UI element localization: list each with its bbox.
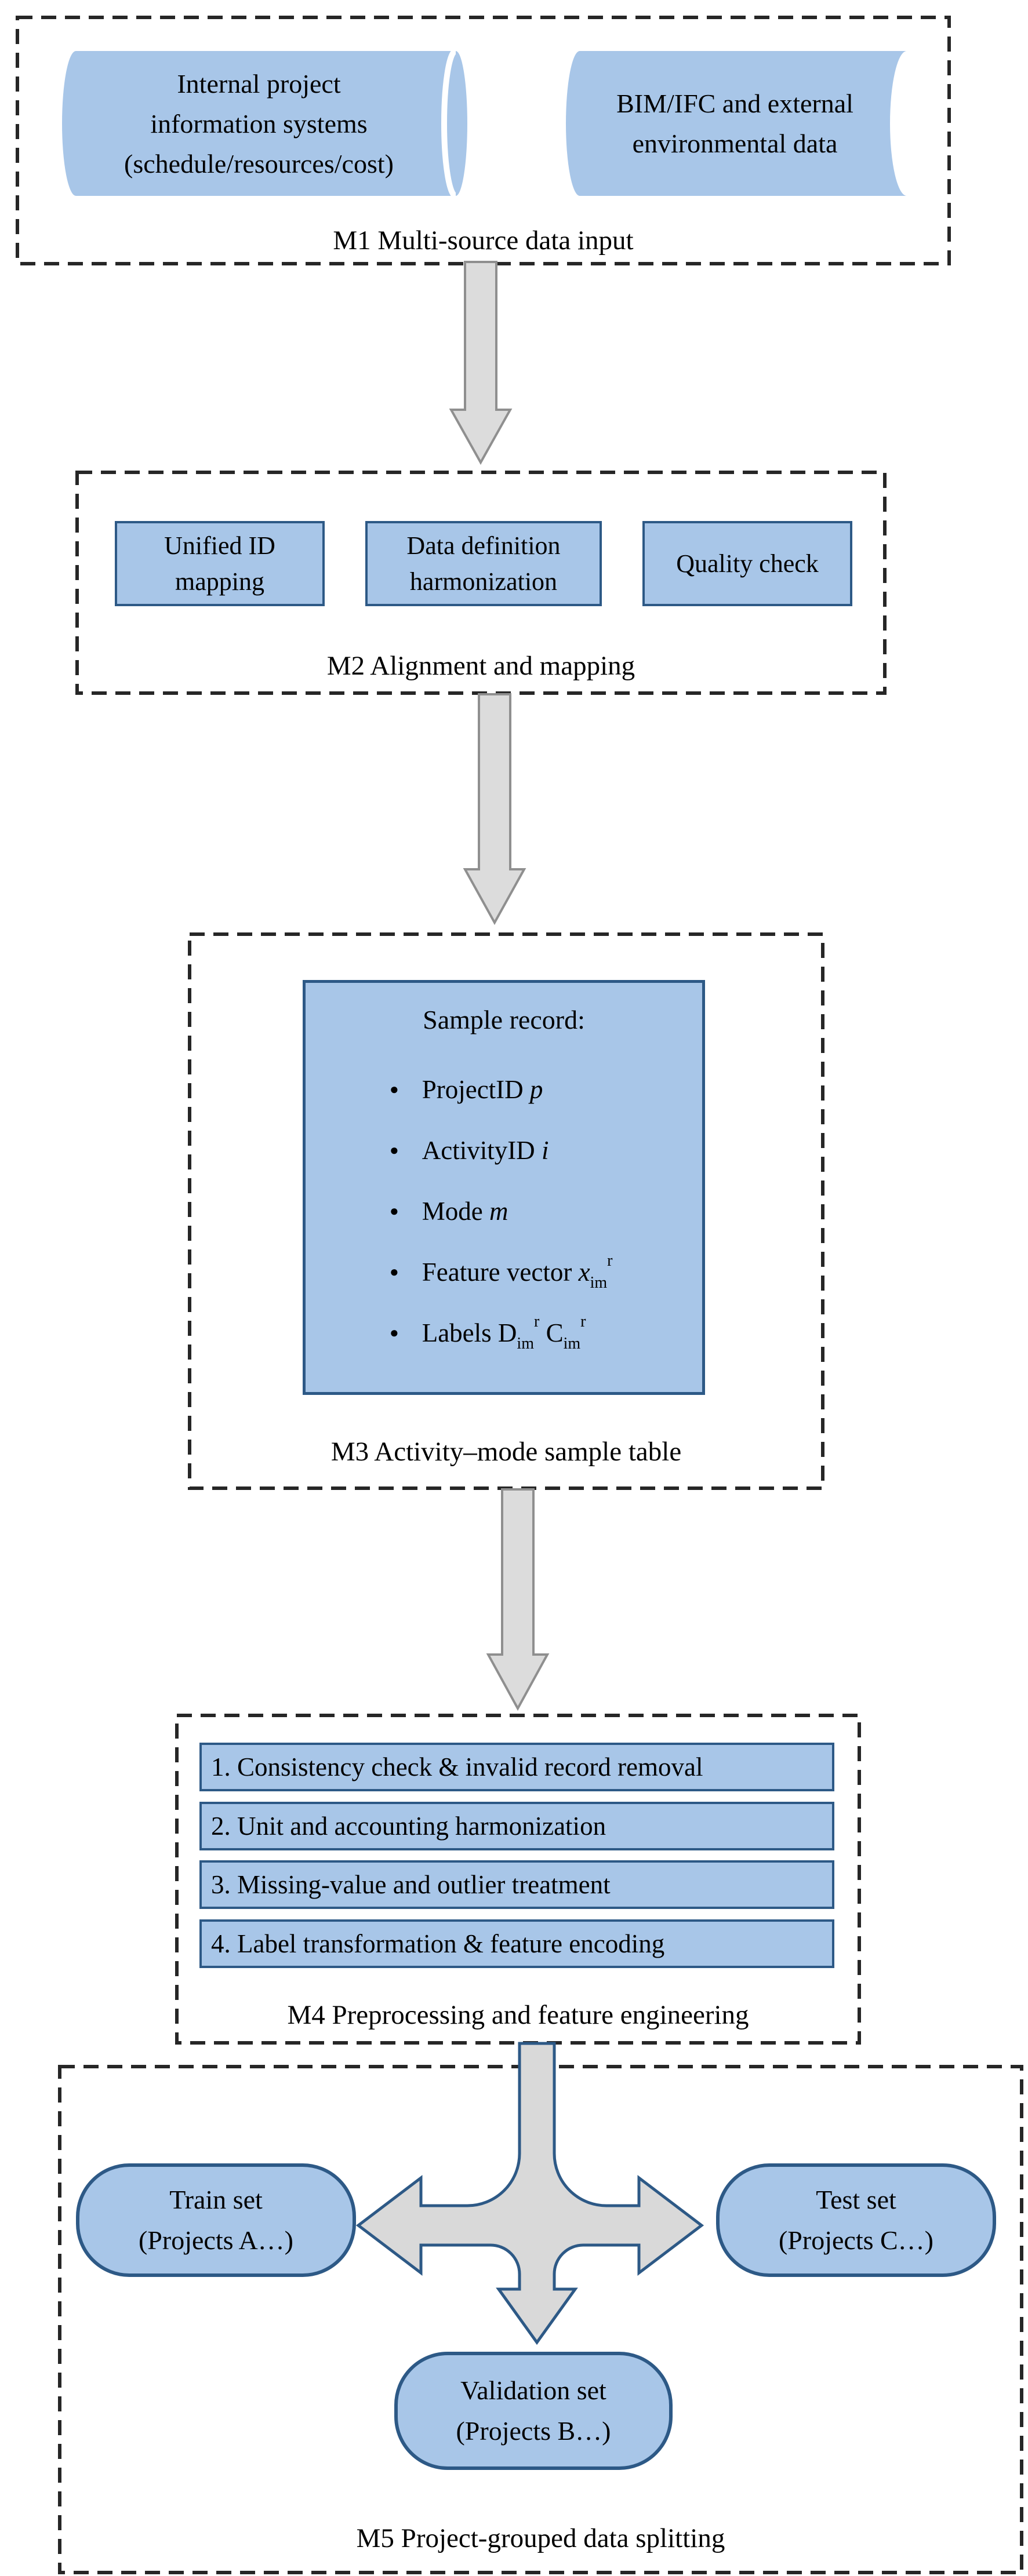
m5-train-set-box: Train set (Projects A…) — [76, 2163, 356, 2277]
m4-step-unit-harmonization: 2. Unit and accounting harmonization — [199, 1802, 834, 1850]
m3-bullet-feature-vector: ● Feature vector ximr — [390, 1252, 698, 1292]
m3-bullet-list: ● ProjectID p ● ActivityID i ● Mode m ● … — [390, 983, 698, 1380]
m3-bullet-text: ProjectID p — [422, 1075, 543, 1104]
bullet-dot-icon: ● — [390, 1142, 399, 1158]
bullet-dot-icon: ● — [390, 1263, 399, 1280]
m5-test-set-box: Test set (Projects C…) — [716, 2163, 996, 2277]
m3-bullet-projectid: ● ProjectID p — [390, 1076, 698, 1103]
m4-label: M4 Preprocessing and feature engineering — [287, 2000, 749, 2030]
module-m5: Train set (Projects A…) Test set (Projec… — [60, 2067, 1022, 2573]
m4-step-consistency-check: 1. Consistency check & invalid record re… — [199, 1743, 834, 1791]
m3-bullet-mode: ● Mode m — [390, 1197, 698, 1225]
arrow-m3-to-m4 — [486, 1488, 550, 1711]
m1-label: M1 Multi-source data input — [333, 225, 634, 256]
m2-box-data-definition-harmonization: Data definition harmonization — [365, 521, 602, 606]
m3-bullet-text: Mode m — [422, 1197, 508, 1226]
m3-bullet-labels: ● Labels Dimr Cimr — [390, 1313, 698, 1353]
m2-box-quality-check: Quality check — [642, 521, 852, 606]
arrow-m1-to-m2 — [449, 261, 513, 465]
module-m2: Unified ID mapping Data definition harmo… — [77, 472, 885, 693]
arrow-m2-to-m3 — [463, 693, 526, 926]
m5-label: M5 Project-grouped data splitting — [356, 2523, 725, 2553]
m2-label: M2 Alignment and mapping — [326, 651, 635, 681]
bullet-dot-icon: ● — [390, 1324, 399, 1341]
m3-sample-record-title: Sample record: — [423, 1005, 585, 1034]
m3-bullet-text: Labels Dimr Cimr — [422, 1313, 586, 1353]
bullet-dot-icon: ● — [390, 1081, 399, 1098]
cylinder-bim-ifc-label: BIM/IFC and external environmental data — [616, 89, 853, 158]
module-m3: Sample record: ● ProjectID p ● ActivityI… — [190, 934, 823, 1488]
m2-box-unified-id-mapping: Unified ID mapping — [115, 521, 325, 606]
m3-bullet-activityid: ● ActivityID i — [390, 1136, 698, 1164]
bullet-dot-icon: ● — [390, 1203, 399, 1219]
module-m1: Internal project information systems (sc… — [17, 17, 949, 264]
m3-bullet-text: ActivityID i — [422, 1136, 549, 1165]
m3-sample-record-box: Sample record: ● ProjectID p ● ActivityI… — [303, 980, 705, 1395]
m4-step-missing-value-treatment: 3. Missing-value and outlier treatment — [199, 1860, 834, 1909]
m5-validation-set-box: Validation set (Projects B…) — [394, 2352, 673, 2470]
module-m4: 1. Consistency check & invalid record re… — [177, 1715, 859, 2043]
m3-label: M3 Activity–mode sample table — [330, 1437, 682, 1467]
cylinder-internal-systems-label: Internal project information systems (sc… — [124, 68, 394, 178]
m3-bullet-text: Feature vector ximr — [422, 1252, 613, 1292]
m4-step-label-transformation: 4. Label transformation & feature encodi… — [199, 1919, 834, 1968]
